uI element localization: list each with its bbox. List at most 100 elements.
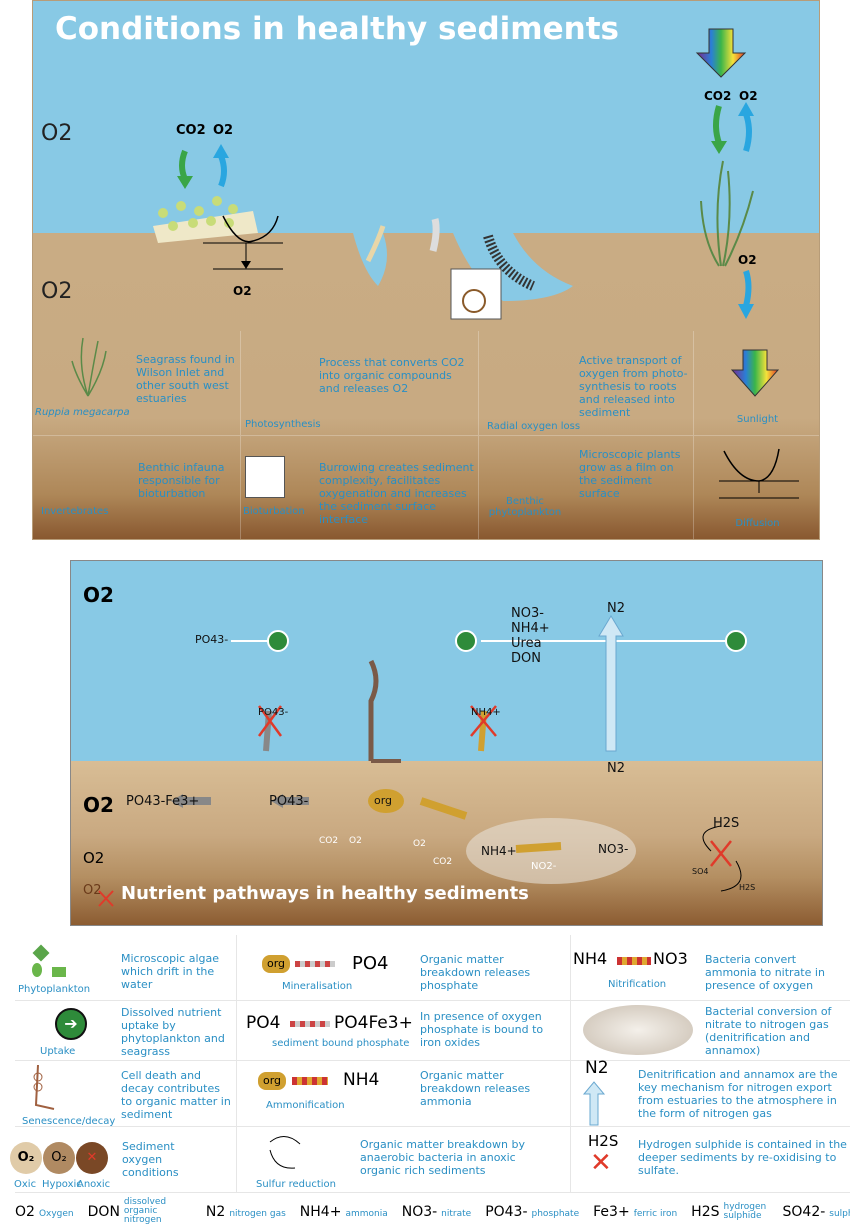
nitrate-label: NO3: [653, 949, 688, 968]
o2-label: O2: [739, 89, 758, 103]
legend-text: Denitrification and annamox are the key …: [638, 1068, 848, 1120]
phosphate-label: PO4: [334, 1013, 368, 1033]
anoxic-label: Anoxic: [77, 1179, 110, 1190]
key-name: Oxygen: [39, 1209, 74, 1219]
key-symbol: N2: [206, 1204, 225, 1220]
co2-label: CO2: [176, 123, 206, 138]
key-item: Fe3+ ferric iron: [593, 1204, 681, 1220]
legend-cell-radial-oxygen-loss: Radial oxygen loss Active transport of o…: [479, 331, 694, 436]
urea-label: Urea: [511, 636, 550, 651]
legend-label: sediment bound phosphate: [272, 1038, 409, 1049]
key-symbol: SO42-: [783, 1204, 826, 1220]
org-icon: org: [262, 955, 290, 973]
senescence-icon: [371, 661, 376, 761]
o2-label: O2: [349, 836, 362, 846]
legend-label: Senescence/decay: [22, 1116, 115, 1127]
bioturbation-icon: [245, 456, 285, 498]
legend-text: Organic matter breakdown releases ammoni…: [420, 1069, 550, 1108]
legend-text: Burrowing creates sediment complexity, f…: [319, 461, 474, 526]
key-name: ammonia: [345, 1209, 387, 1219]
legend-text: Process that converts CO2 into organic c…: [319, 356, 469, 395]
worm: [433, 219, 436, 251]
legend-table: Phytoplankton Microscopic algae which dr…: [0, 935, 850, 1221]
legend-text: Microscopic plants grow as a film on the…: [579, 448, 689, 500]
phosphate-label: PO43-: [195, 633, 228, 646]
anoxic-icon: ✕: [76, 1142, 108, 1174]
key-name: nitrogen gas: [229, 1209, 285, 1219]
dissolved-nutrients-list: NO3- NH4+ Urea DON: [511, 606, 550, 666]
phosphate-label: PO4: [246, 1013, 280, 1033]
ammonification-arrow: [421, 801, 466, 816]
o2-label: O2: [738, 253, 757, 267]
nitrite-label: NO2-: [531, 861, 556, 872]
conditions-panel: Conditions in healthy sediments O2 O2: [32, 0, 820, 540]
o2-arrow: [221, 156, 224, 186]
uptake-icon: ➔: [55, 1008, 87, 1040]
legend-label: Benthic phytoplankton: [485, 496, 565, 518]
legend-cell-invertebrates: Invertebrates Benthic infauna responsibl…: [33, 436, 241, 540]
o2-label: O2: [233, 284, 252, 298]
co2-label: CO2: [704, 89, 731, 103]
o2-label: O2: [213, 123, 233, 138]
iron-label: Fe3+: [368, 1013, 412, 1033]
sulfur-reduction-icon: [255, 1130, 315, 1175]
legend-text: Organic matter breakdown by anaerobic ba…: [360, 1138, 560, 1177]
key-item: O2 Oxygen: [15, 1204, 78, 1220]
sunlight-icon: [730, 348, 780, 398]
legend-text: Sediment oxygen conditions: [122, 1140, 182, 1179]
seagrass-icon: [68, 336, 108, 401]
key-symbol: DON: [88, 1204, 120, 1220]
key-name: nitrate: [441, 1209, 471, 1219]
ammonium-label: NH4: [573, 949, 607, 968]
pathway-illustration: [71, 561, 823, 926]
key-name: phosphate: [532, 1209, 580, 1219]
co2-label: CO2: [319, 836, 338, 846]
nitrification-arrow: [516, 846, 561, 849]
n2-export-arrow: [582, 1080, 606, 1126]
legend-cell-bioturbation: Bioturbation Burrowing creates sediment …: [241, 436, 479, 540]
key-symbol: H2S: [691, 1204, 719, 1220]
legend-cell-seagrass: Ruppia megacarpa Seagrass found in Wilso…: [33, 331, 241, 436]
key-symbol: NH4+: [300, 1204, 342, 1220]
oxic-label: Oxic: [14, 1179, 36, 1190]
legend-label: Ammonification: [266, 1100, 345, 1111]
key-item: SO42-sulphate: [783, 1204, 850, 1220]
legend-text: Organic matter breakdown releases phosph…: [420, 953, 550, 992]
legend-text: Cell death and decay contributes to orga…: [121, 1069, 231, 1121]
o2-label: O2: [413, 839, 426, 849]
key-name: hydrogen sulphide: [724, 1203, 769, 1221]
legend-text: Bacterial conversion of nitrate to nitro…: [705, 1005, 845, 1057]
legend-label: Sulfur reduction: [256, 1179, 336, 1190]
legend-label: Photosynthesis: [245, 419, 321, 430]
key-item: NO3- nitrate: [402, 1204, 475, 1220]
legend-text: Microscopic algae which drift in the wat…: [121, 952, 231, 991]
uptake-icon: [456, 631, 476, 651]
nutrient-pathways-panel: O2 O2 O2 O2 Nutrient pathways in healthy…: [70, 560, 823, 926]
seagrass: [701, 161, 753, 266]
sunlight-icon: [697, 29, 745, 77]
key-symbol: Fe3+: [593, 1204, 630, 1220]
hypoxic-icon: O₂: [43, 1142, 75, 1174]
legend-text: Benthic infauna responsible for bioturba…: [138, 461, 238, 500]
legend-label: Invertebrates: [41, 506, 108, 517]
h2s-label: H2S: [713, 816, 739, 831]
legend-text: Seagrass found in Wilson Inlet and other…: [136, 353, 241, 405]
key-symbol: O2: [15, 1204, 35, 1220]
legend-text: Active transport of oxygen from photo-sy…: [579, 354, 689, 419]
legend-label: Bioturbation: [243, 506, 305, 517]
legend-label: Uptake: [40, 1046, 75, 1057]
ammonium-label: NH4+: [511, 621, 550, 636]
ammonium-label: NH4: [343, 1070, 379, 1090]
key-item: NH4+ammonia: [300, 1204, 392, 1220]
ammonium-label: NH4+: [471, 707, 501, 718]
legend-text: Dissolved nutrient uptake by phytoplankt…: [121, 1006, 231, 1058]
key-name: sulphate: [829, 1209, 850, 1219]
key-symbol: PO43-: [485, 1204, 527, 1220]
phytoplankton-icon: [30, 945, 75, 980]
key-symbol: NO3-: [402, 1204, 437, 1220]
uptake-icon: [726, 631, 746, 651]
legend-label: Sunlight: [694, 414, 820, 425]
nitrification-arrow: [617, 957, 651, 965]
n2-label: N2: [607, 601, 625, 616]
key-name: ferric iron: [634, 1209, 677, 1219]
